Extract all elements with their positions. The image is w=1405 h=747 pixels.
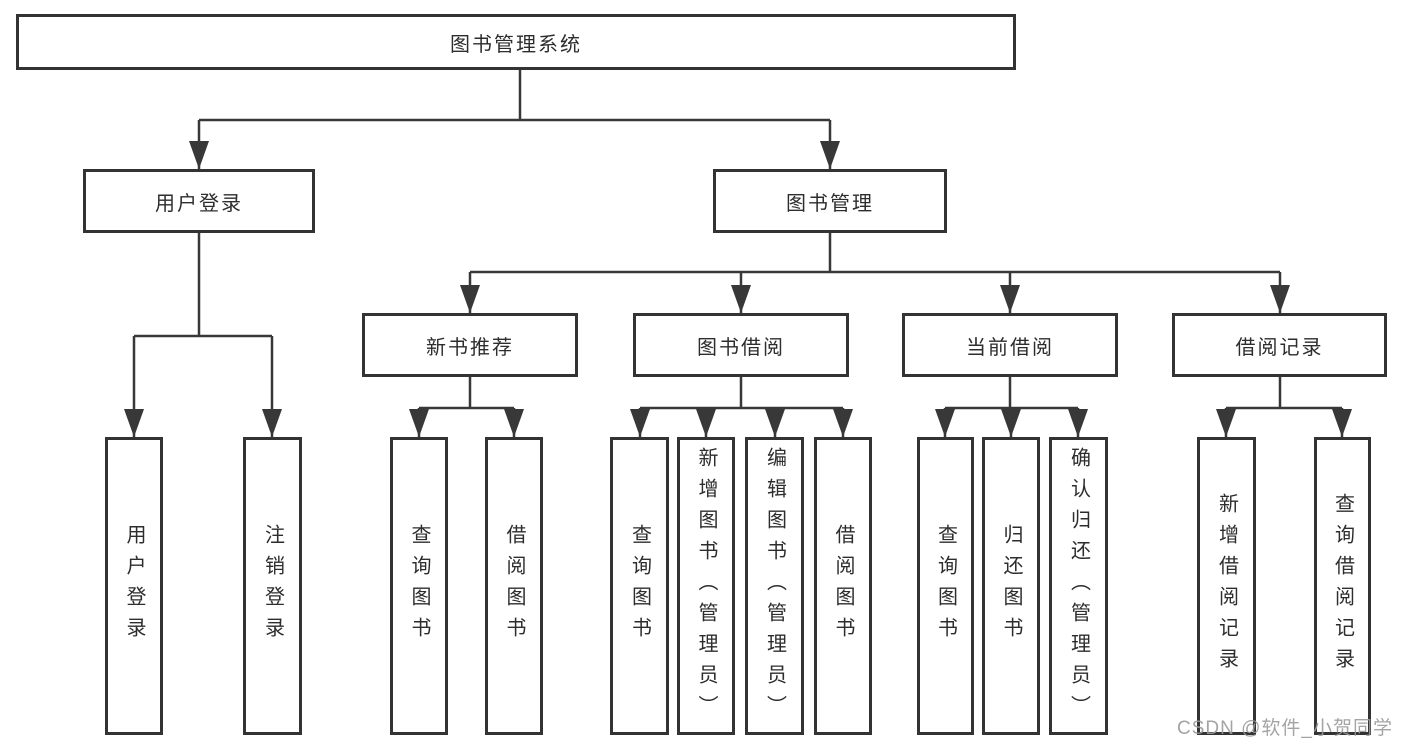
leaf-logout: 注销登录	[243, 437, 302, 735]
node-book-management: 图书管理	[713, 169, 947, 233]
leaf-edit-books-admin: 编辑图书（管理员）	[745, 437, 804, 735]
node-borrow-records: 借阅记录	[1172, 313, 1387, 377]
leaf-query-borrow-record: 查询借阅记录	[1314, 437, 1371, 735]
leaf-add-borrow-record: 新增借阅记录	[1197, 437, 1256, 735]
leaf-user-login: 用户登录	[105, 437, 163, 735]
node-label: 查询图书	[408, 524, 430, 648]
node-current-borrow: 当前借阅	[902, 313, 1118, 377]
leaf-add-books-admin: 新增图书（管理员）	[677, 437, 735, 735]
leaf-borrow-books-recommend: 借阅图书	[485, 437, 543, 735]
node-label: 查询借阅记录	[1331, 493, 1354, 679]
node-label: 图书管理系统	[450, 33, 582, 56]
node-label: 查询图书	[628, 524, 651, 648]
node-new-book-recommend: 新书推荐	[362, 313, 578, 377]
node-label: 查询图书	[934, 524, 957, 648]
node-label: 编辑图书（管理员）	[763, 446, 786, 726]
node-label: 新增图书（管理员）	[695, 446, 717, 726]
node-label: 借阅图书	[832, 524, 854, 648]
node-label: 当前借阅	[966, 336, 1054, 359]
node-label: 新书推荐	[426, 336, 514, 359]
node-label: 新增借阅记录	[1215, 493, 1238, 679]
node-label: 归还图书	[1000, 524, 1022, 648]
node-label: 借阅图书	[503, 524, 525, 648]
leaf-return-books: 归还图书	[982, 437, 1040, 735]
node-library-management-system: 图书管理系统	[16, 14, 1016, 70]
node-label: 借阅记录	[1235, 336, 1324, 359]
leaf-borrow-books: 借阅图书	[814, 437, 872, 735]
leaf-confirm-return-admin: 确认归还（管理员）	[1049, 437, 1108, 735]
csdn-watermark: CSDN @软件_小贺同学	[1177, 718, 1393, 739]
node-label: 图书借阅	[697, 336, 785, 359]
node-user-login: 用户登录	[83, 169, 315, 233]
leaf-query-books-recommend: 查询图书	[390, 437, 448, 735]
node-label: 注销登录	[261, 524, 284, 648]
node-label: 确认归还（管理员）	[1067, 446, 1090, 726]
node-label: 图书管理	[786, 192, 874, 215]
leaf-query-books-current: 查询图书	[917, 437, 974, 735]
node-label: 用户登录	[123, 524, 145, 648]
node-label: 用户登录	[155, 192, 243, 215]
node-book-borrow: 图书借阅	[633, 313, 849, 377]
leaf-query-books-borrow: 查询图书	[610, 437, 669, 735]
